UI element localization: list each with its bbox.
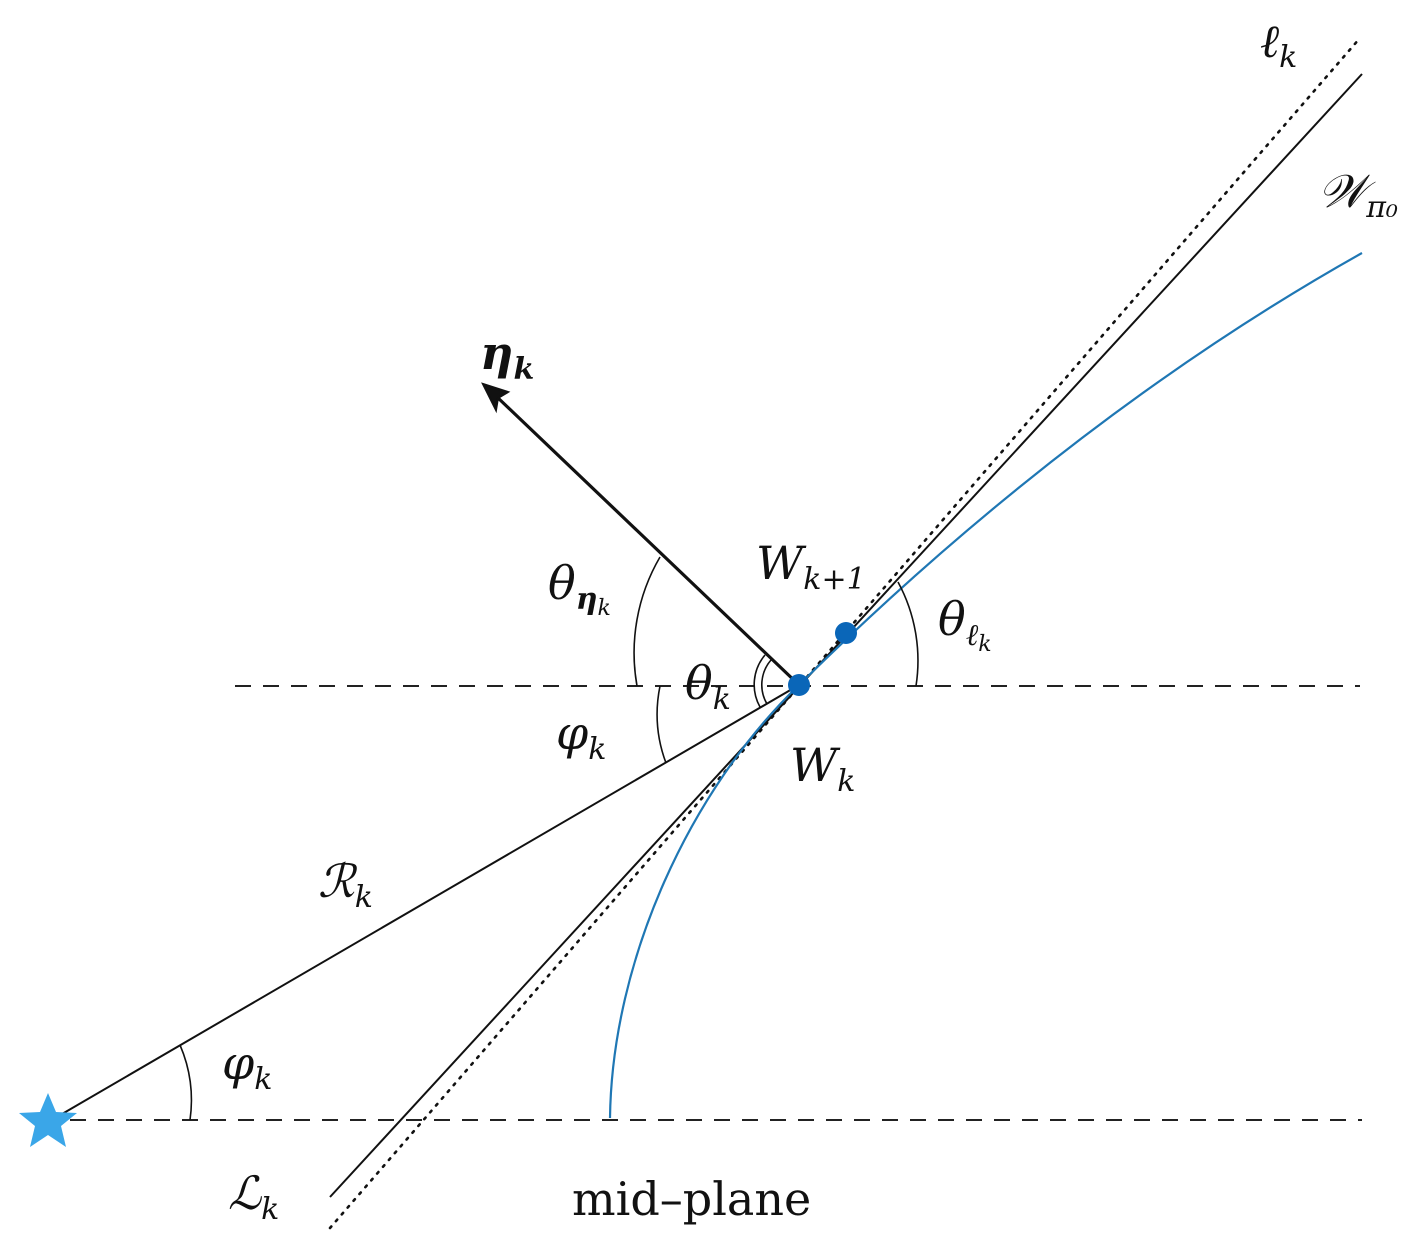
label-eta-k: ηk <box>480 326 535 387</box>
arc-phi-k-lower <box>179 1044 193 1121</box>
arc-theta-k-outer <box>753 654 766 708</box>
curve-w-pi0 <box>608 252 1363 1119</box>
label-w-k: Wk <box>790 738 856 799</box>
arc-theta-eta-k <box>633 556 661 687</box>
point-w-k <box>788 674 810 696</box>
label-r-k: ℛk <box>318 854 373 915</box>
dotted-line-ell-k <box>328 36 1362 1230</box>
label-ell-k: ℓk <box>1260 14 1298 75</box>
label-mid-plane: mid–plane <box>572 1172 812 1226</box>
eta-k-vector <box>494 394 801 687</box>
label-theta-ell-k: θℓk <box>938 592 992 657</box>
label-l-k: ℒk <box>228 1166 280 1227</box>
line-r-k <box>49 684 800 1122</box>
arc-theta-ell-k <box>897 581 919 687</box>
point-w-k-plus-1 <box>835 622 857 644</box>
star-icon <box>19 1093 77 1147</box>
label-phi-k-upper: φk <box>556 706 607 767</box>
label-theta-eta-k: θηk <box>548 556 611 621</box>
arc-phi-k-upper <box>656 685 667 764</box>
label-theta-k: θk <box>685 656 731 717</box>
label-w-pi0: 𝒲π₀ <box>1318 164 1398 225</box>
label-w-k-plus-1: Wk+1 <box>756 536 866 597</box>
eta-k-arrowhead <box>481 382 511 414</box>
label-phi-k-lower: φk <box>222 1036 273 1097</box>
arc-theta-k-inner <box>761 659 772 705</box>
